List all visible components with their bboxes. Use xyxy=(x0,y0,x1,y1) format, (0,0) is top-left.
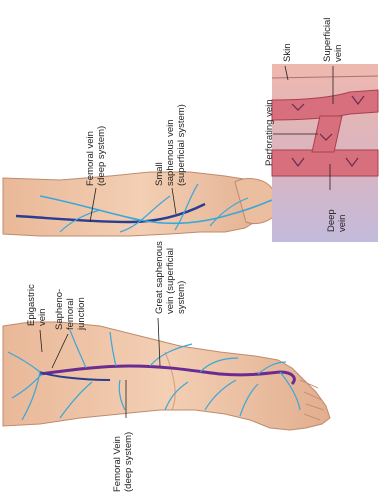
leg-back-view xyxy=(3,172,278,236)
label-saphenofemoral: Sapheno- femoral junction xyxy=(54,286,87,331)
inset-deep-vessel xyxy=(272,150,378,176)
label-small-saphenous: Small saphenous vein (superficial system… xyxy=(154,104,187,186)
perforating-vein-inset xyxy=(272,64,378,242)
label-superficial-vein: Superficial vein xyxy=(322,15,344,62)
label-skin: Skin xyxy=(282,44,293,62)
label-femoral-vein-lower: Femoral Vein (deep system) xyxy=(112,432,134,492)
label-perforating-vein: Perforating vein xyxy=(264,99,275,166)
label-great-saphenous: Great saphenous vein (superficial system… xyxy=(154,238,187,314)
label-femoral-vein-deep: Femoral vein (deep system) xyxy=(85,126,107,186)
label-epigastric: Epigastric vein xyxy=(26,282,48,326)
leg-front-view xyxy=(3,322,330,430)
